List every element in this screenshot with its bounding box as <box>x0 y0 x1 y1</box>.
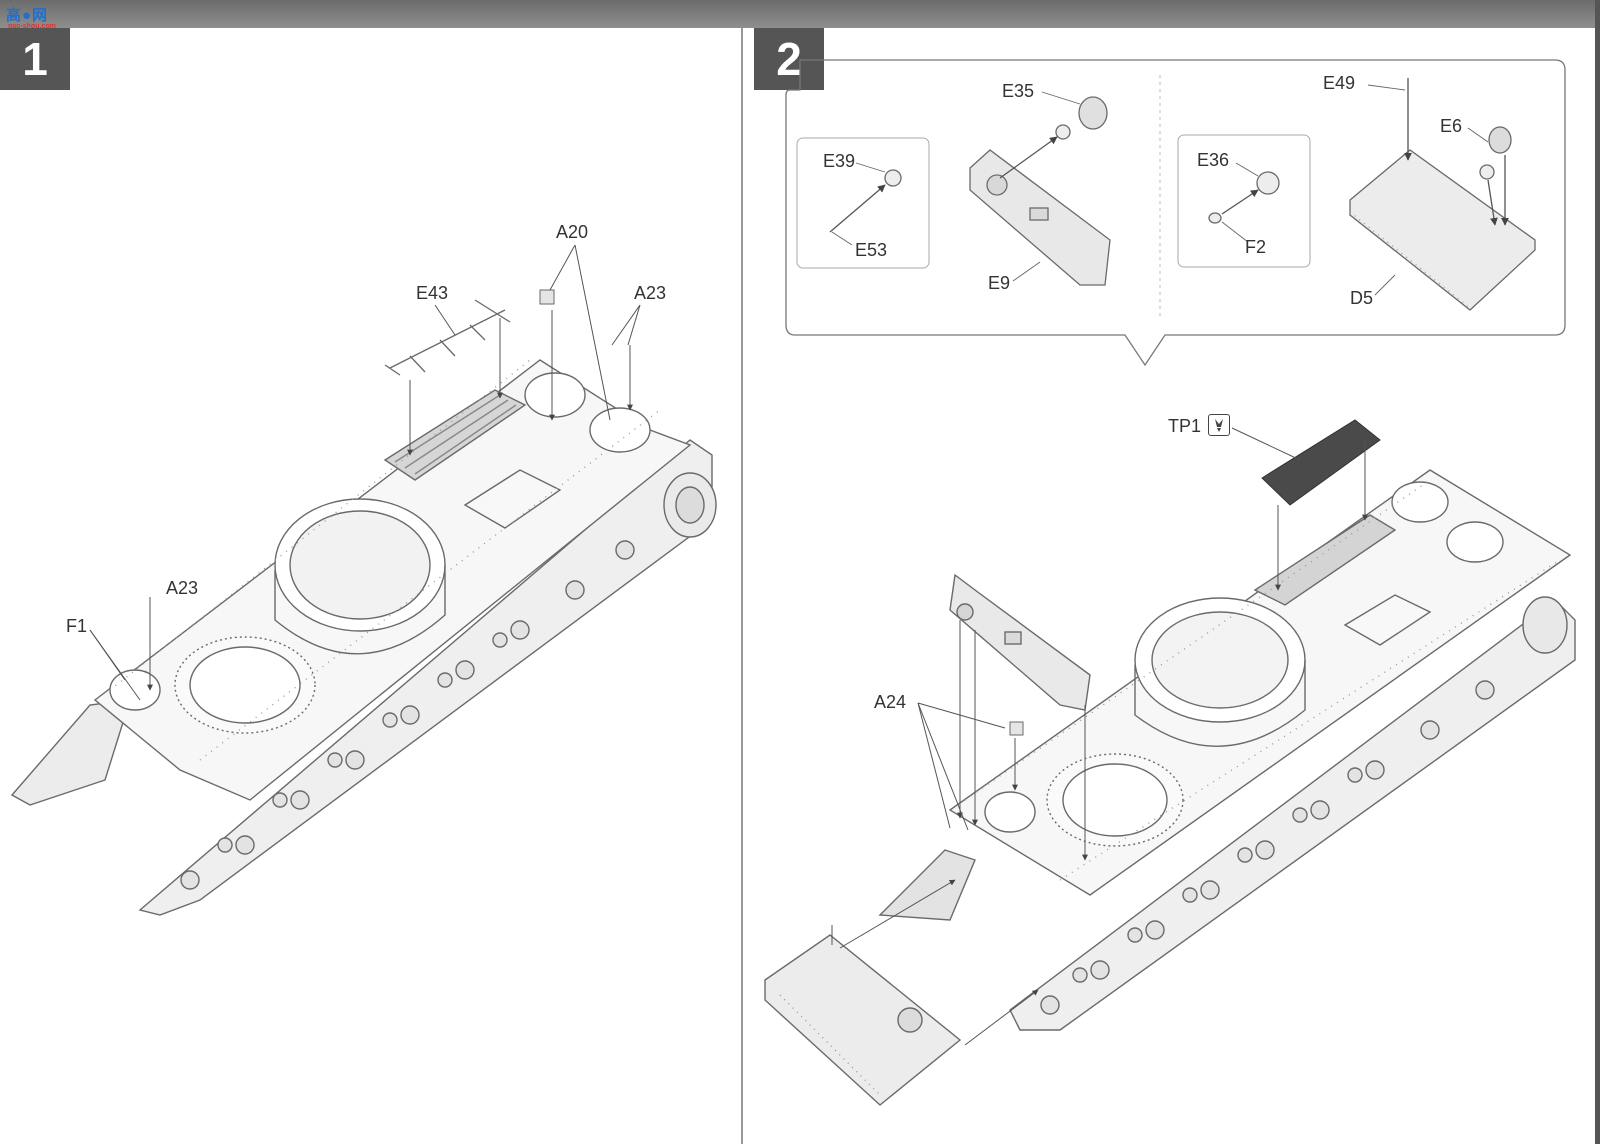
label-e53: E53 <box>855 240 888 260</box>
label-e6: E6 <box>1440 116 1463 136</box>
watermark-site-text: gao-shou.com <box>8 23 56 30</box>
label-f2: F2 <box>1245 237 1267 257</box>
label-a23-left: A23 <box>166 578 199 598</box>
label-d5: D5 <box>1350 288 1374 308</box>
callout-leaders <box>831 84 1489 296</box>
top-gray-bar <box>0 0 1600 28</box>
step-1-badge: 1 <box>0 28 70 90</box>
label-a23-top: A23 <box>634 283 667 303</box>
step-2-badge: 2 <box>754 28 824 90</box>
a20-part <box>539 289 555 305</box>
label-f1: F1 <box>66 616 88 636</box>
step2-hull-drawing <box>764 469 1576 1106</box>
label-e49: E49 <box>1323 73 1356 93</box>
page-divider <box>741 28 743 1144</box>
page-edge-shadow <box>1595 0 1600 1144</box>
callout-frame <box>785 59 1566 367</box>
callout-parts <box>829 78 1536 311</box>
watermark-logo: 高●网 gao-shou.com <box>6 4 68 32</box>
step1-hull-drawing <box>10 359 717 916</box>
label-e35: E35 <box>1002 81 1035 101</box>
label-a24: A24 <box>874 692 907 712</box>
watermark-logo-text: 高●网 <box>6 7 49 24</box>
label-tp1: TP1 <box>1168 416 1202 436</box>
label-e36: E36 <box>1197 150 1230 170</box>
label-a20: A20 <box>556 222 589 242</box>
a24-part <box>1009 721 1024 736</box>
step2-arrows <box>831 427 1368 1046</box>
label-e43: E43 <box>416 283 449 303</box>
step1-arrows <box>89 244 641 701</box>
e43-part <box>384 299 511 376</box>
tp1-panel <box>1261 419 1381 506</box>
label-e9: E9 <box>988 273 1011 293</box>
e39-inset-box <box>796 137 930 269</box>
brush-paint-icon <box>1208 414 1230 436</box>
label-e39: E39 <box>823 151 856 171</box>
e36-inset-box <box>1177 134 1311 268</box>
